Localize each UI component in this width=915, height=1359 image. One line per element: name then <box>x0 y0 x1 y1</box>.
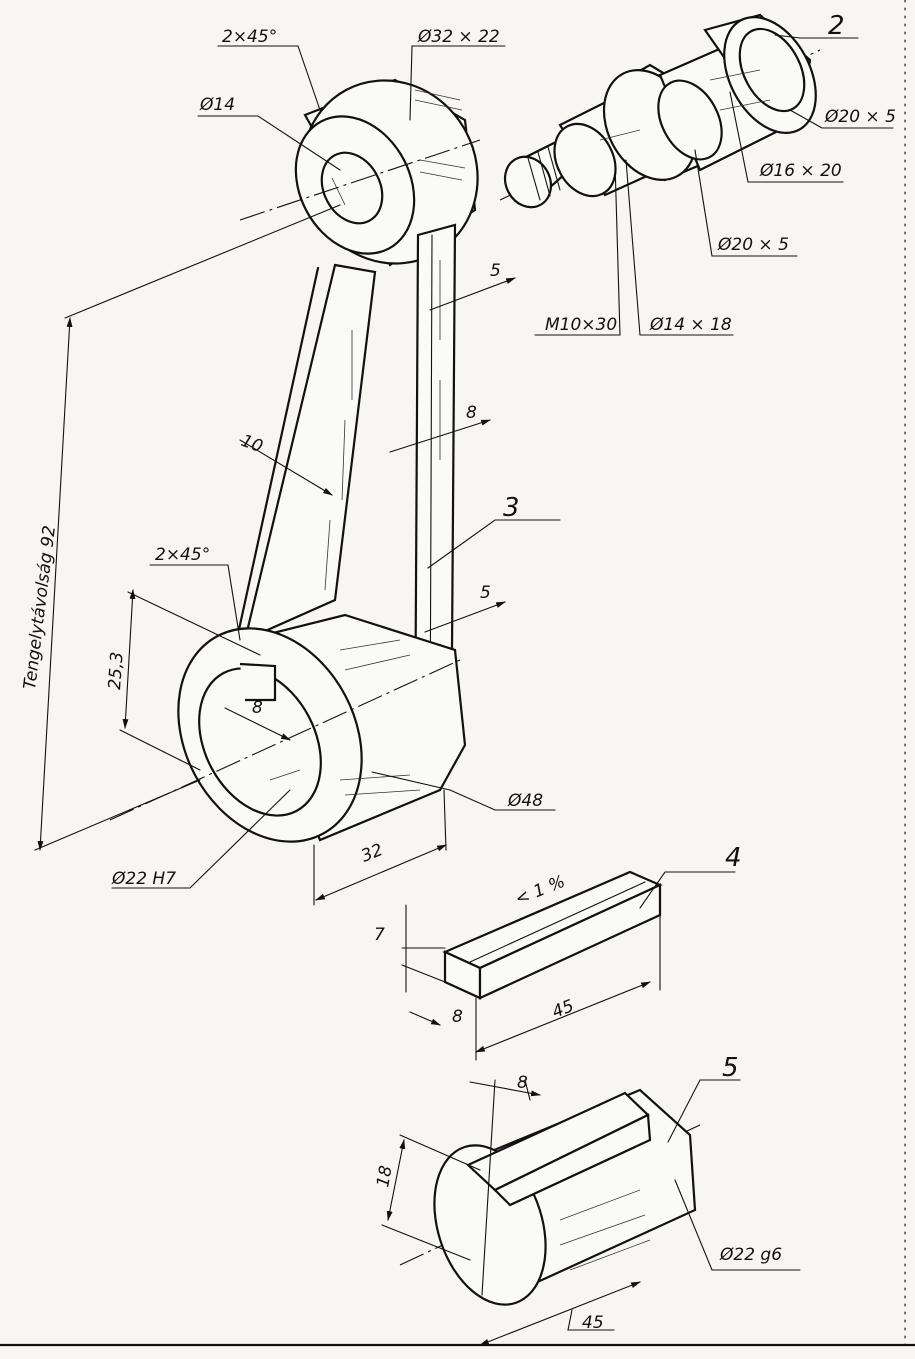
label-d32x22: Ø32 × 22 <box>417 27 500 47</box>
label-dim-8-keyway: 8 <box>252 698 263 718</box>
label-d22g6: Ø22 g6 <box>719 1245 782 1265</box>
label-dim-25-3: 25,3 <box>105 651 128 690</box>
connecting-rod <box>177 78 479 843</box>
label-d48: Ø48 <box>507 791 543 811</box>
pin <box>503 13 817 209</box>
centerline-top <box>239 139 481 221</box>
label-m10x30: M10×30 <box>545 315 617 335</box>
label-chamfer-bottom: 2×45° <box>155 545 210 565</box>
label-dim-45-part5: 45 <box>582 1313 604 1333</box>
label-d20x5-a: Ø20 × 5 <box>824 107 896 127</box>
label-dim-5-top: 5 <box>490 261 501 281</box>
label-dim-32: 32 <box>358 840 386 867</box>
sleeve <box>433 1088 697 1306</box>
label-part-5: 5 <box>722 1053 739 1083</box>
label-dim-18: 18 <box>373 1164 396 1189</box>
label-dim-8-part5: 8 <box>517 1073 528 1093</box>
label-dim-7: 7 <box>374 925 385 945</box>
label-dim-8-rib: 8 <box>466 403 477 423</box>
label-d14x18: Ø14 × 18 <box>649 315 732 335</box>
label-d20x5-b: Ø20 × 5 <box>717 235 789 255</box>
label-d16x20: Ø16 × 20 <box>759 161 842 181</box>
label-part-4: 4 <box>725 843 742 873</box>
label-part-3: 3 <box>503 493 520 523</box>
label-dim-45-part4: 45 <box>549 996 577 1023</box>
label-dim-8-part4: 8 <box>452 1007 463 1027</box>
label-dim-5-bottom: 5 <box>480 583 491 603</box>
label-d22h7: Ø22 H7 <box>111 869 176 889</box>
dimension-lines <box>34 34 894 1346</box>
label-chamfer-top: 2×45° <box>222 27 277 47</box>
label-d14: Ø14 <box>199 95 235 115</box>
label-part-2: 2 <box>828 11 845 41</box>
